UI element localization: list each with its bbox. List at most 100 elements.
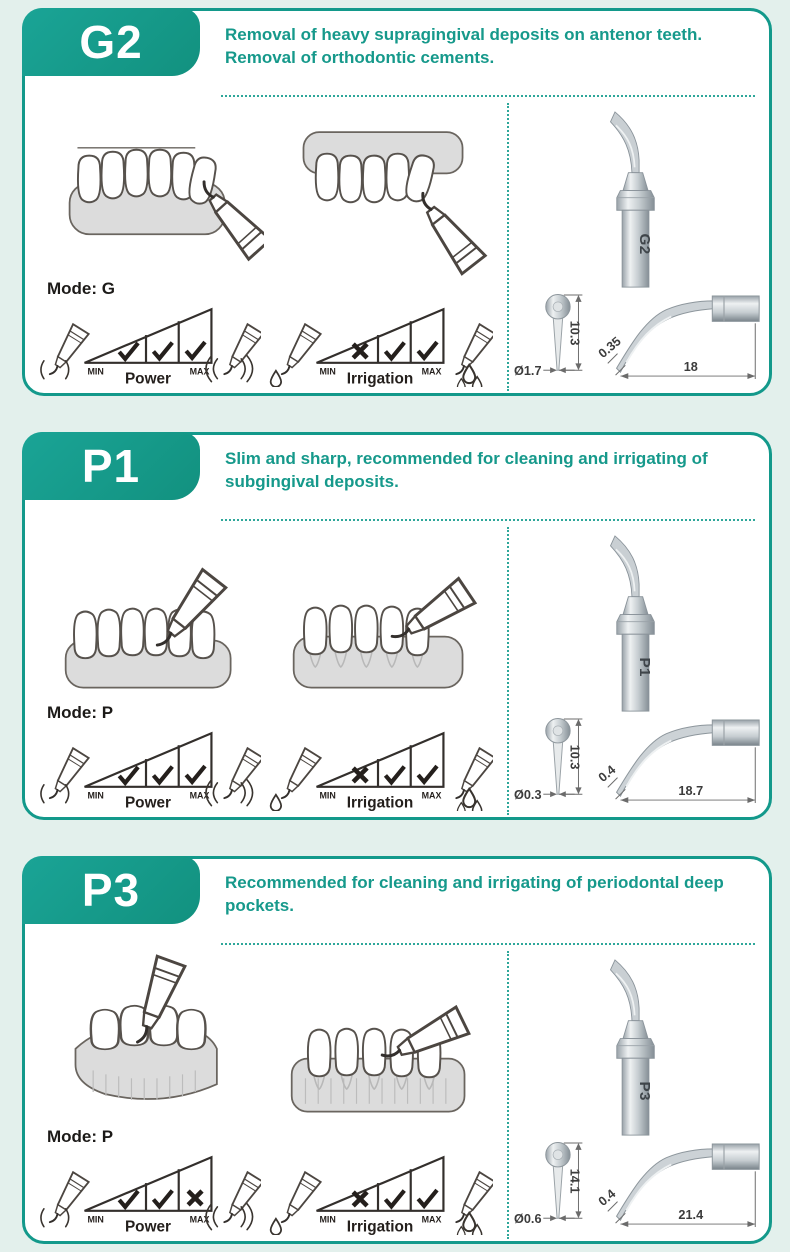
vibration-wave-icon: [64, 1208, 70, 1228]
tip-photo: P3: [609, 959, 656, 1136]
header-divider: [221, 519, 755, 521]
vibration-wave-icon: [212, 782, 219, 804]
irrigation-cell-2-mark: [385, 1191, 404, 1207]
power-diagram: MIN Power MAX: [40, 1156, 261, 1235]
irrigation-cell-1-mark: [353, 344, 367, 358]
vibration-wave-icon: [246, 1203, 254, 1231]
mode-label: Mode: P: [47, 703, 114, 722]
power-cell-2-mark: [153, 1191, 172, 1207]
irrigation-triangle: MIN Irrigation MAX: [315, 308, 445, 387]
product-description: Recommended for cleaning and irrigating …: [225, 873, 724, 916]
length-dim-label: 18.7: [678, 784, 703, 798]
length-dim-label: 18: [684, 360, 698, 374]
irrigation-diagram: MIN Irrigation MAX: [269, 732, 493, 811]
irrigation-cell-2-mark: [385, 767, 404, 783]
header-divider: [221, 943, 755, 945]
tip-width-dim-label: 0.35: [596, 334, 624, 361]
vibration-wave-icon: [212, 358, 219, 380]
max-label: MAX: [190, 791, 210, 801]
power-triangle: MIN Power MAX: [83, 1156, 213, 1235]
max-label: MAX: [190, 367, 210, 377]
tip-width-dim-label: 0.4: [596, 1187, 619, 1209]
usage-illustrations: [33, 105, 507, 277]
min-label: MIN: [320, 791, 336, 801]
diameter-dim-label: Ø0.6: [514, 1212, 542, 1226]
vibration-wave-icon: [205, 355, 213, 383]
usage-illustration-left: [74, 954, 218, 1100]
usage-illustrations: [33, 529, 507, 701]
settings-row: MIN Power MAX: [33, 299, 507, 387]
header-divider: [221, 95, 755, 97]
irrigation-triangle: MIN Irrigation MAX: [315, 732, 445, 811]
tip-photo: G2: [609, 111, 656, 288]
water-drop-icon: [462, 1211, 477, 1233]
power-cell-3-mark: [188, 1191, 202, 1205]
max-label: MAX: [422, 1215, 442, 1225]
vibration-wave-icon: [240, 782, 246, 804]
water-drop-icon: [462, 787, 477, 809]
height-dim-label: 14.1: [568, 1169, 582, 1194]
min-label: MIN: [88, 791, 104, 801]
vibration-wave-icon: [205, 779, 213, 807]
handpiece-icon: [217, 323, 261, 382]
product-description: Removal of heavy supragingival deposits …: [225, 25, 703, 68]
vibration-wave-icon: [240, 358, 246, 380]
handpiece-icon: [275, 747, 322, 806]
usage-illustration-right: [290, 1005, 471, 1113]
irrigation-cell-2-mark: [385, 343, 404, 359]
vibration-wave-icon: [246, 779, 254, 807]
min-label: MIN: [88, 1215, 104, 1225]
irrigation-label: Irrigation: [347, 371, 414, 387]
irrigation-label: Irrigation: [347, 795, 414, 811]
power-diagram: MIN Power MAX: [40, 308, 261, 387]
model-text: P1: [81, 440, 141, 492]
handpiece-icon: [217, 1171, 261, 1230]
max-label: MAX: [422, 791, 442, 801]
power-label: Power: [125, 1219, 171, 1235]
vibration-wave-icon: [212, 1206, 219, 1228]
handpiece-icon: [43, 1171, 90, 1230]
water-drop-icon: [269, 793, 283, 811]
min-label: MIN: [320, 1215, 336, 1225]
power-diagram: MIN Power MAX: [40, 732, 261, 811]
side-view-drawing: 0.4 18.7: [596, 719, 761, 804]
usage-illustration-right: [302, 131, 487, 276]
length-dim-label: 21.4: [678, 1208, 703, 1222]
vibration-wave-icon: [40, 360, 45, 380]
mode-label: Mode: P: [47, 1127, 114, 1146]
height-dim-label: 10.3: [568, 321, 582, 346]
dimension-diagram: 14.1 Ø0.6 0.4 21.4: [514, 1142, 761, 1228]
vibration-wave-icon: [64, 360, 70, 380]
vibration-wave-icon: [246, 355, 254, 383]
tip-width-dim-label: 0.4: [596, 763, 619, 785]
usage-illustration-left: [68, 147, 264, 261]
power-cell-3-mark: [186, 342, 205, 358]
model-badge: G2: [22, 8, 200, 76]
tip-engraving-label: G2: [636, 233, 653, 254]
model-badge: P1: [22, 432, 200, 500]
water-drop-icon: [269, 369, 283, 387]
irrigation-triangle: MIN Irrigation MAX: [315, 1156, 445, 1235]
tip-photo: P1: [609, 535, 656, 712]
power-triangle: MIN Power MAX: [83, 732, 213, 811]
irrigation-label: Irrigation: [347, 1219, 414, 1235]
handpiece-icon: [275, 1171, 322, 1230]
side-view-drawing: 0.35 18: [596, 295, 761, 380]
settings-row: MIN Power MAX: [33, 1147, 507, 1235]
product-card-g2: G2 Removal of heavy supragingival deposi…: [22, 8, 772, 396]
tip-engraving-label: P1: [636, 657, 653, 677]
usage-illustrations: [33, 953, 507, 1125]
height-dim-label: 10.3: [568, 745, 582, 770]
max-label: MAX: [190, 1215, 210, 1225]
vibration-wave-icon: [64, 784, 70, 804]
irrigation-diagram: MIN Irrigation MAX: [269, 308, 493, 387]
min-label: MIN: [320, 367, 336, 377]
handpiece-icon: [43, 747, 90, 806]
vibration-wave-icon: [240, 1206, 246, 1228]
power-cell-2-mark: [153, 767, 172, 783]
max-label: MAX: [422, 367, 442, 377]
irrigation-diagram: MIN Irrigation MAX: [269, 1156, 493, 1235]
irrigation-cell-3-mark: [418, 342, 437, 358]
diameter-dim-label: Ø0.3: [514, 788, 542, 802]
